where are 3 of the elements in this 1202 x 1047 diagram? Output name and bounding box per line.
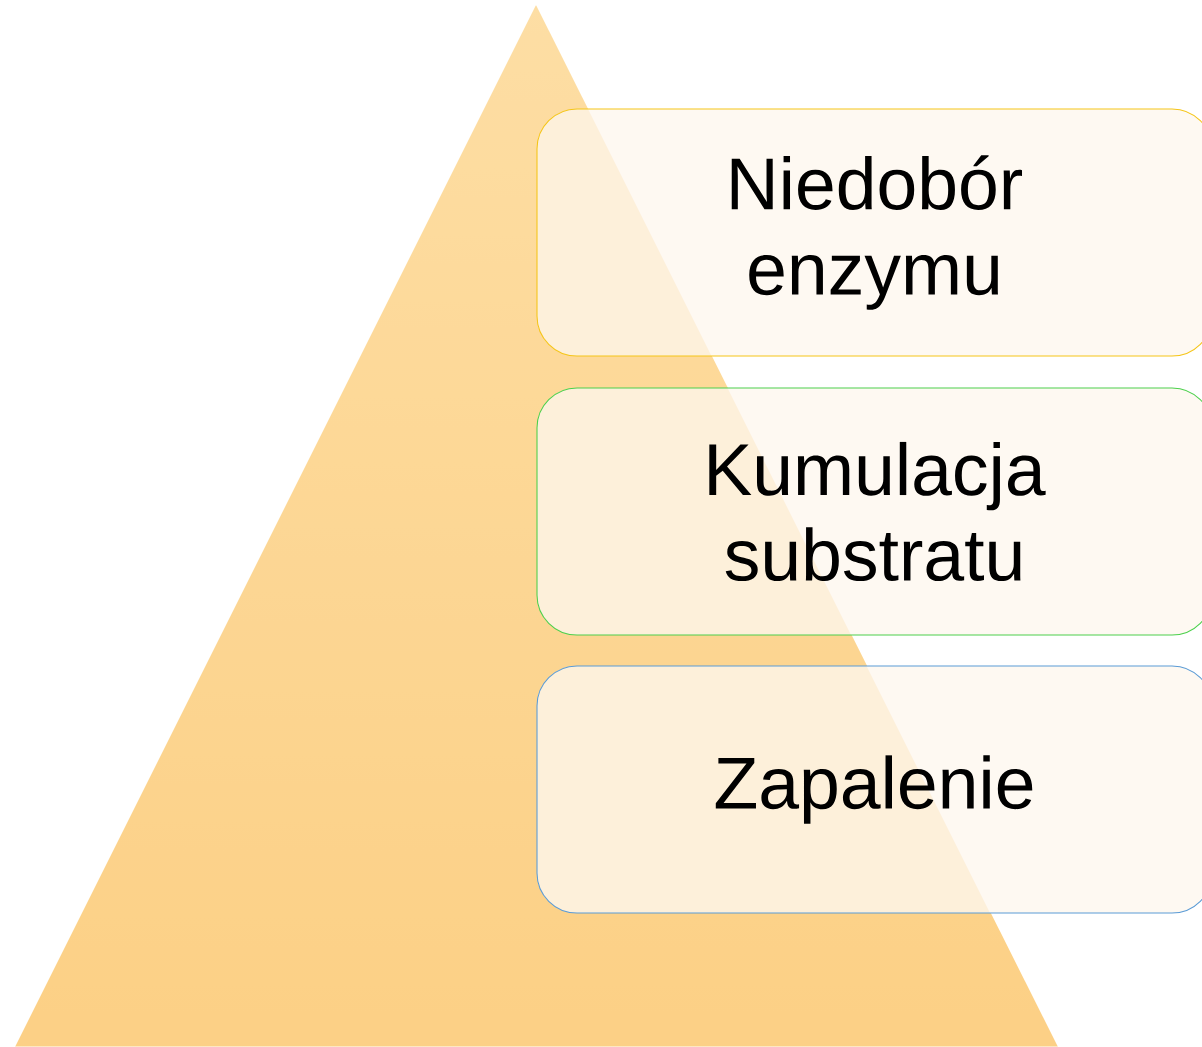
text-box: Niedobór enzymu [536, 108, 1202, 357]
text-box: Kumulacja substratu [536, 387, 1202, 636]
text-box: Zapalenie [536, 665, 1202, 914]
